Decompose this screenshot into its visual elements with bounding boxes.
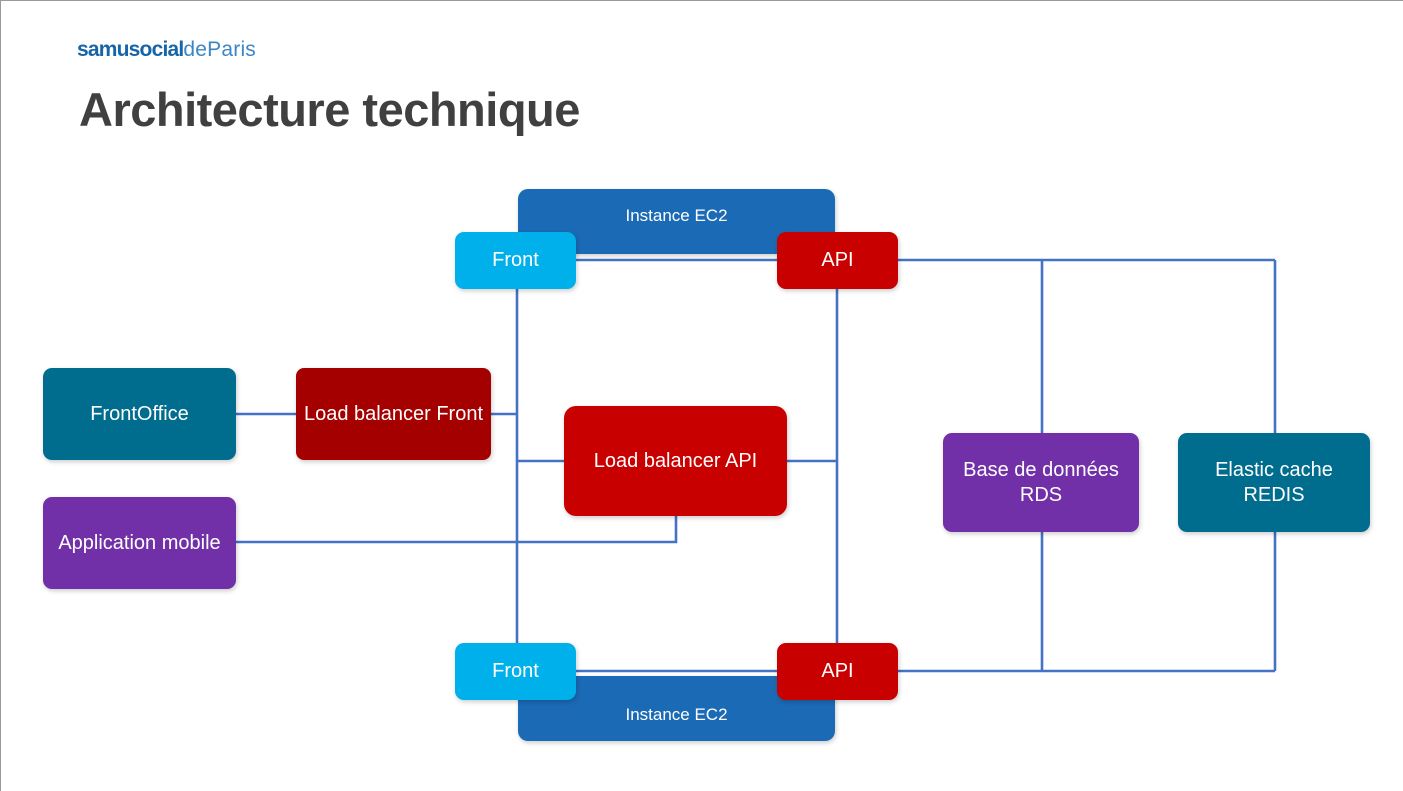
node-front-top[interactable]: Front (455, 232, 576, 289)
node-label: Front (492, 249, 539, 271)
node-frontoffice[interactable]: FrontOffice (43, 368, 236, 460)
node-label: Instance EC2 (625, 704, 728, 724)
node-label: Instance EC2 (625, 206, 728, 225)
wire-mobile-to-lbapi (236, 516, 678, 544)
node-base-de-donnees-rds[interactable]: Base de données RDS (943, 433, 1139, 532)
node-application-mobile[interactable]: Application mobile (43, 497, 236, 589)
brand-logo: samusocialdeParis (77, 39, 256, 60)
node-label: Elastic cache REDIS (1215, 458, 1333, 506)
node-label: FrontOffice (90, 402, 189, 425)
node-label: Front (492, 660, 539, 682)
node-label: Base de données RDS (963, 458, 1119, 506)
node-label: Application mobile (58, 531, 221, 554)
logo-text-strong: samusocial (77, 38, 184, 61)
node-front-bottom[interactable]: Front (455, 643, 576, 700)
node-api-top[interactable]: API (777, 232, 898, 289)
page-title: Architecture technique (79, 83, 580, 136)
node-api-bottom[interactable]: API (777, 643, 898, 700)
logo-text-light: deParis (183, 38, 257, 61)
node-label: Load balancer API (593, 449, 758, 472)
node-load-balancer-front[interactable]: Load balancer Front (296, 368, 491, 460)
node-label: Load balancer Front (304, 402, 484, 425)
node-elastic-cache-redis[interactable]: Elastic cache REDIS (1178, 433, 1370, 532)
node-label: API (821, 249, 854, 271)
node-label: API (821, 660, 854, 682)
node-load-balancer-api[interactable]: Load balancer API (564, 406, 787, 516)
